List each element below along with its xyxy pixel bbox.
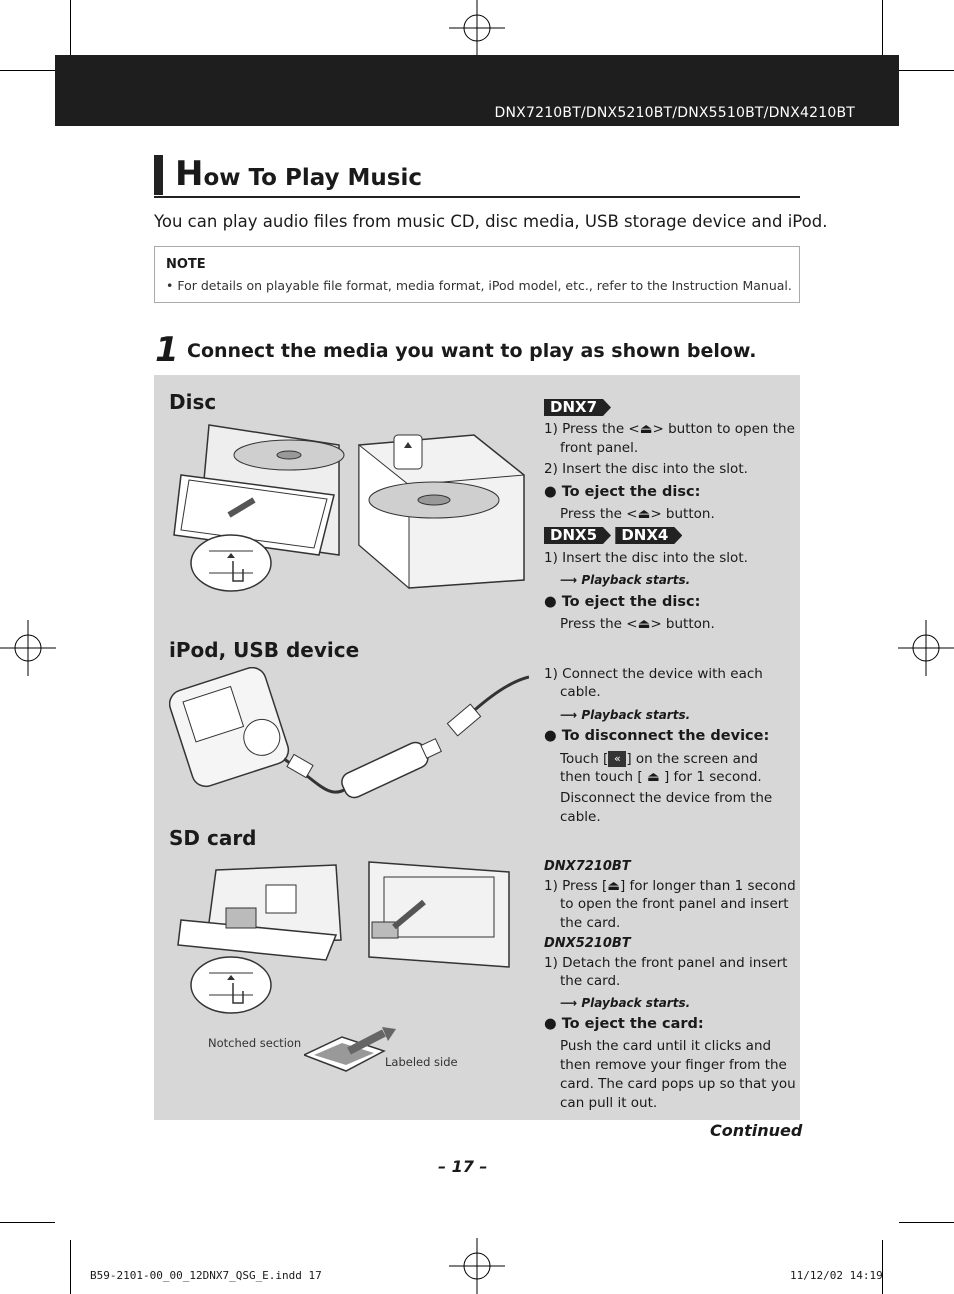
playback-note: ⟶ Playback starts. [560, 708, 691, 722]
crop-mark [899, 70, 954, 71]
playback-note: ⟶ Playback starts. [560, 996, 691, 1010]
eject-card-text-4: can pull it out. [560, 1095, 658, 1111]
dnx7-badge: DNX7 [544, 399, 612, 416]
dnx5-badge: DNX5 [544, 527, 612, 544]
sd-card-heading: SD card [169, 826, 257, 850]
crop-mark [70, 0, 71, 55]
note-box: NOTE • For details on playable file form… [154, 246, 800, 303]
eject-disc-heading: ● To eject the disc: [544, 484, 701, 500]
back-icon: « [608, 751, 627, 767]
crop-mark [0, 70, 55, 71]
registration-mark-icon [449, 0, 505, 56]
eject-button-zoom-icon [190, 956, 272, 1014]
sd-step1-dnx5210-cont: the card. [560, 973, 621, 989]
page-title: How To Play Music [154, 152, 800, 198]
step-number: 1 [155, 330, 179, 370]
disc-illustration-dnx7 [173, 424, 345, 556]
eject-card-heading: ● To eject the card: [544, 1016, 704, 1032]
crop-mark [882, 0, 883, 55]
title-accent-bar [154, 155, 163, 195]
ipod-step1: 1) Connect the device with each [544, 666, 763, 682]
ipod-usb-heading: iPod, USB device [169, 638, 360, 662]
title-text: ow To Play Music [203, 165, 422, 191]
arrow-right-icon: ⟶ [560, 708, 582, 722]
notched-section-caption: Notched section [208, 1036, 302, 1050]
crop-mark [882, 1240, 883, 1294]
disconnect-text-2: cable. [560, 809, 601, 825]
crop-mark [70, 1240, 71, 1294]
eject-card-text-3: card. The card pops up so that you [560, 1076, 796, 1092]
registration-mark-icon [898, 620, 954, 676]
intro-text: You can play audio files from music CD, … [154, 212, 828, 231]
dnx7-step1-cont: front panel. [560, 440, 639, 456]
registration-mark-icon [0, 620, 56, 676]
registration-mark-icon [449, 1238, 505, 1294]
eject-disc-text-2: Press the <⏏> button. [560, 616, 715, 632]
disconnect-text: Disconnect the device from the [560, 790, 773, 806]
disconnect-touch-text-2: then touch [ ⏏ ] for 1 second. [560, 769, 762, 785]
sd-step1-dnx7210-cont2: the card. [560, 915, 621, 931]
note-body: • For details on playable file format, m… [166, 278, 792, 293]
header-bar: DNX7210BT/DNX5210BT/DNX5510BT/DNX4210BT [55, 55, 899, 126]
eject-disc-heading-2: ● To eject the disc: [544, 594, 701, 610]
labeled-side-caption: Labeled side [385, 1055, 458, 1069]
ipod-usb-illustration [169, 667, 529, 799]
sd-step1-dnx5210: 1) Detach the front panel and insert [544, 955, 788, 971]
continued-label: Continued [710, 1121, 803, 1140]
eject-button-zoom-icon [190, 534, 272, 592]
arrow-right-icon: ⟶ [560, 996, 582, 1010]
media-panel: Disc DNX7 1) Press the <⏏> button to ope… [154, 375, 800, 1120]
eject-disc-text: Press the <⏏> button. [560, 506, 715, 522]
playback-note: ⟶ Playback starts. [560, 573, 691, 587]
disc-illustration-dnx5-dnx4 [358, 434, 525, 590]
dnx7-step2: 2) Insert the disc into the slot. [544, 461, 748, 477]
dnx4-badge: DNX4 [615, 527, 683, 544]
sd-step1-dnx7210-cont: to open the front panel and insert [560, 896, 789, 912]
sd-card-icon [304, 1027, 396, 1072]
sd-card-illustration-dnx7210bt [177, 864, 342, 961]
eject-card-text-2: then remove your finger from the [560, 1057, 787, 1073]
crop-mark [899, 1222, 954, 1223]
disc-heading: Disc [169, 390, 217, 414]
note-heading: NOTE [166, 257, 206, 272]
arrow-right-icon: ⟶ [560, 573, 582, 587]
footer-stamp: 11/12/02 14:19 [790, 1269, 883, 1282]
ipod-step1-cont: cable. [560, 684, 601, 700]
model-list: DNX7210BT/DNX5210BT/DNX5510BT/DNX4210BT [494, 105, 855, 121]
title-initial: H [175, 154, 204, 194]
dnx54-step1: 1) Insert the disc into the slot. [544, 550, 748, 566]
sd-step1-dnx7210: 1) Press [⏏] for longer than 1 second [544, 878, 796, 894]
footer-file: B59-2101-00_00_12DNX7_QSG_E.indd 17 [90, 1269, 322, 1282]
crop-mark [0, 1222, 55, 1223]
step-text: Connect the media you want to play as sh… [187, 340, 757, 362]
disconnect-heading: ● To disconnect the device: [544, 728, 770, 744]
dnx7-step1: 1) Press the <⏏> button to open the [544, 421, 795, 437]
sd-card-illustration-dnx5210bt [368, 861, 510, 968]
disconnect-touch-text: Touch [«] on the screen and [560, 751, 758, 767]
eject-card-text-1: Push the card until it clicks and [560, 1038, 772, 1054]
model-dnx5210bt: DNX5210BT [544, 936, 631, 951]
model-dnx7210bt: DNX7210BT [544, 859, 631, 874]
page-number: – 17 – [438, 1157, 488, 1176]
